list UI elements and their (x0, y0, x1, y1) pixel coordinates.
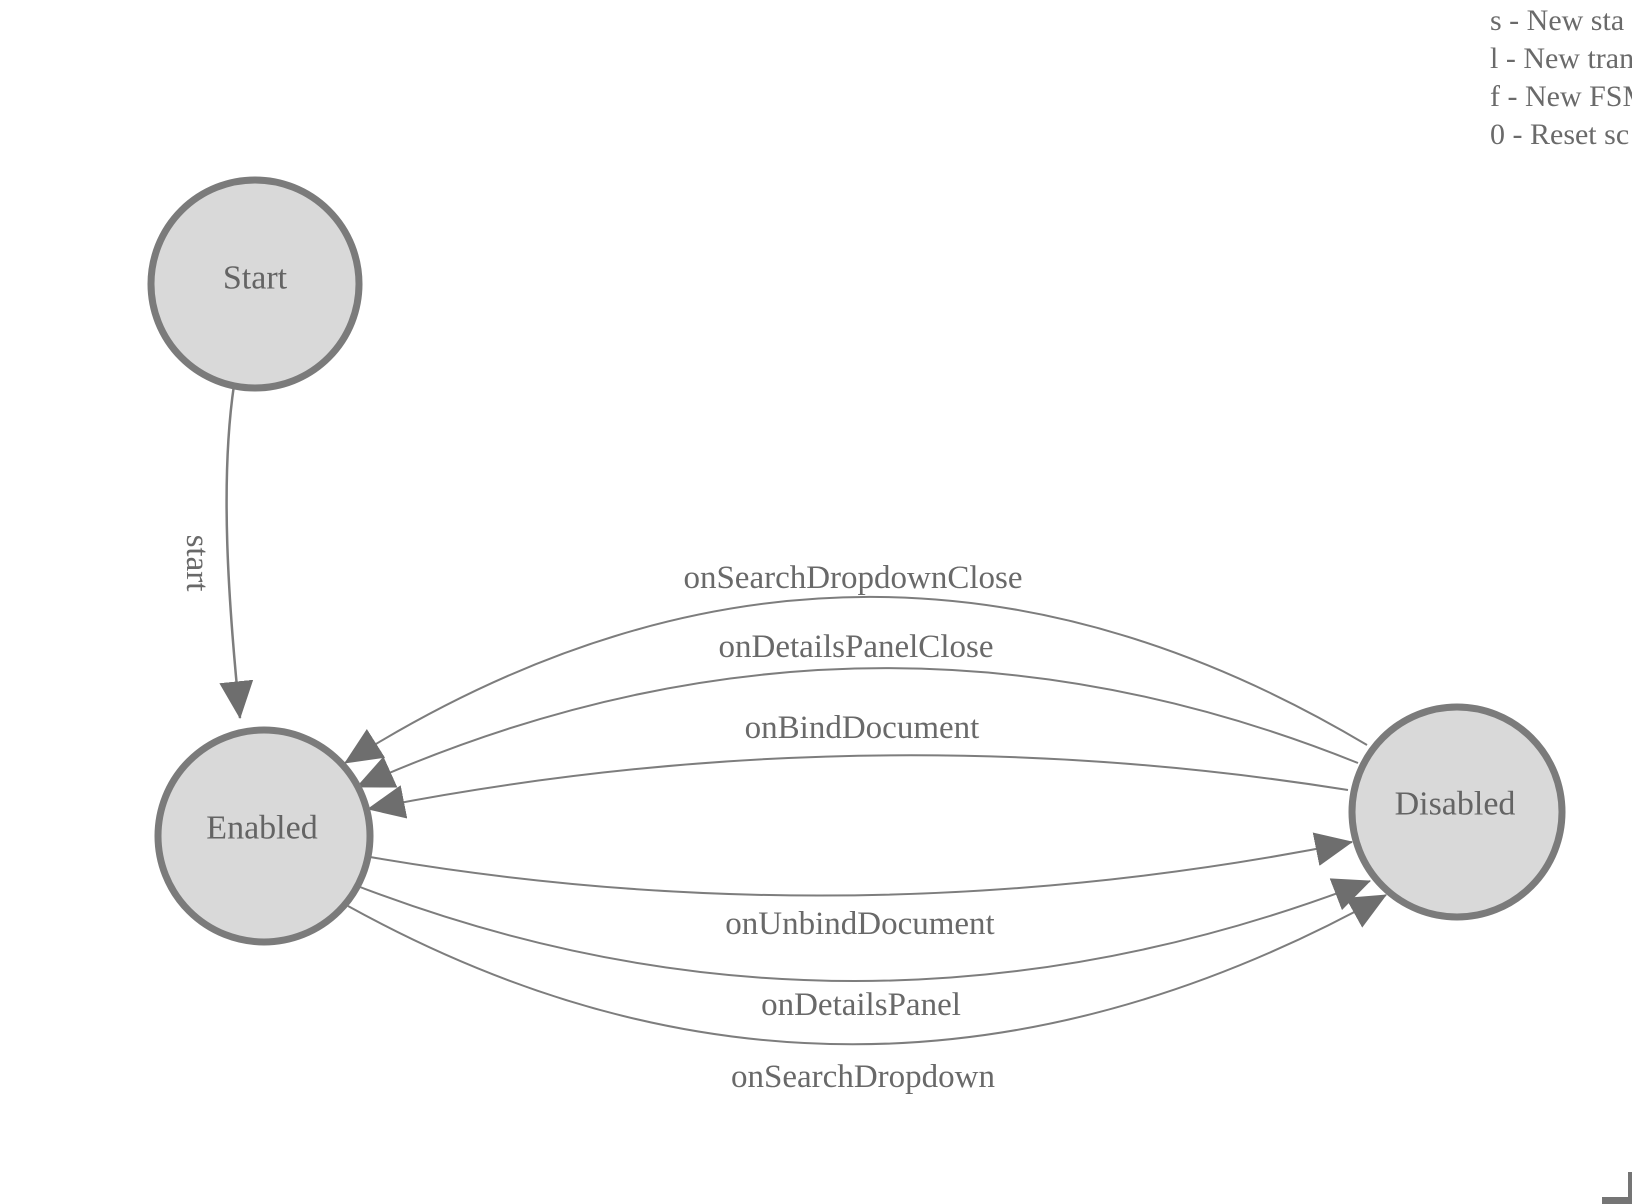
transition-label-on-details-panel-close: onDetailsPanelClose (719, 629, 994, 665)
transition-edge-start[interactable] (219, 384, 254, 719)
state-circle-enabled[interactable] (154, 726, 374, 946)
transition-label-on-search-dropdown: onSearchDropdown (731, 1059, 995, 1095)
resize-corner-horizontal-bar (1602, 1197, 1632, 1204)
state-circle-disabled[interactable] (1348, 703, 1566, 921)
transition-label-on-details-panel: onDetailsPanel (761, 987, 961, 1023)
legend-line-new-transition: l - New tran (1490, 42, 1632, 75)
legend-line-new-state: s - New sta (1490, 4, 1625, 37)
legend-line-reset: 0 - Reset sc (1490, 118, 1630, 151)
legend-line-new-fsm: f - New FSM (1490, 80, 1632, 113)
state-label-enabled: Enabled (206, 810, 317, 847)
state-node-start[interactable]: Start (147, 176, 363, 392)
resize-corner-handle[interactable] (1602, 1172, 1632, 1204)
state-circle-start[interactable] (147, 176, 363, 392)
transition-edge-on-details-panel-close[interactable] (356, 667, 1359, 788)
state-label-start: Start (223, 260, 288, 297)
transition-edge-on-details-panel[interactable] (359, 878, 1371, 983)
transition-edge-on-bind-document[interactable] (367, 754, 1349, 819)
transition-edge-on-unbind-document[interactable] (369, 832, 1353, 897)
transition-label-on-bind-document: onBindDocument (745, 710, 980, 746)
state-label-disabled: Disabled (1395, 786, 1516, 823)
transition-label-start: start (179, 535, 215, 592)
transition-edge-on-search-dropdown-close[interactable] (344, 596, 1368, 764)
shortcut-legend: s - New sta l - New tran f - New FSM 0 -… (1490, 2, 1632, 154)
state-node-disabled[interactable]: Disabled (1348, 703, 1566, 921)
resize-corner-vertical-bar (1628, 1172, 1632, 1204)
transition-edge-on-search-dropdown[interactable] (347, 894, 1387, 1046)
state-node-enabled[interactable]: Enabled (154, 726, 374, 946)
transition-label-on-unbind-document: onUnbindDocument (725, 906, 994, 942)
transition-label-on-search-dropdown-close: onSearchDropdownClose (683, 560, 1022, 596)
